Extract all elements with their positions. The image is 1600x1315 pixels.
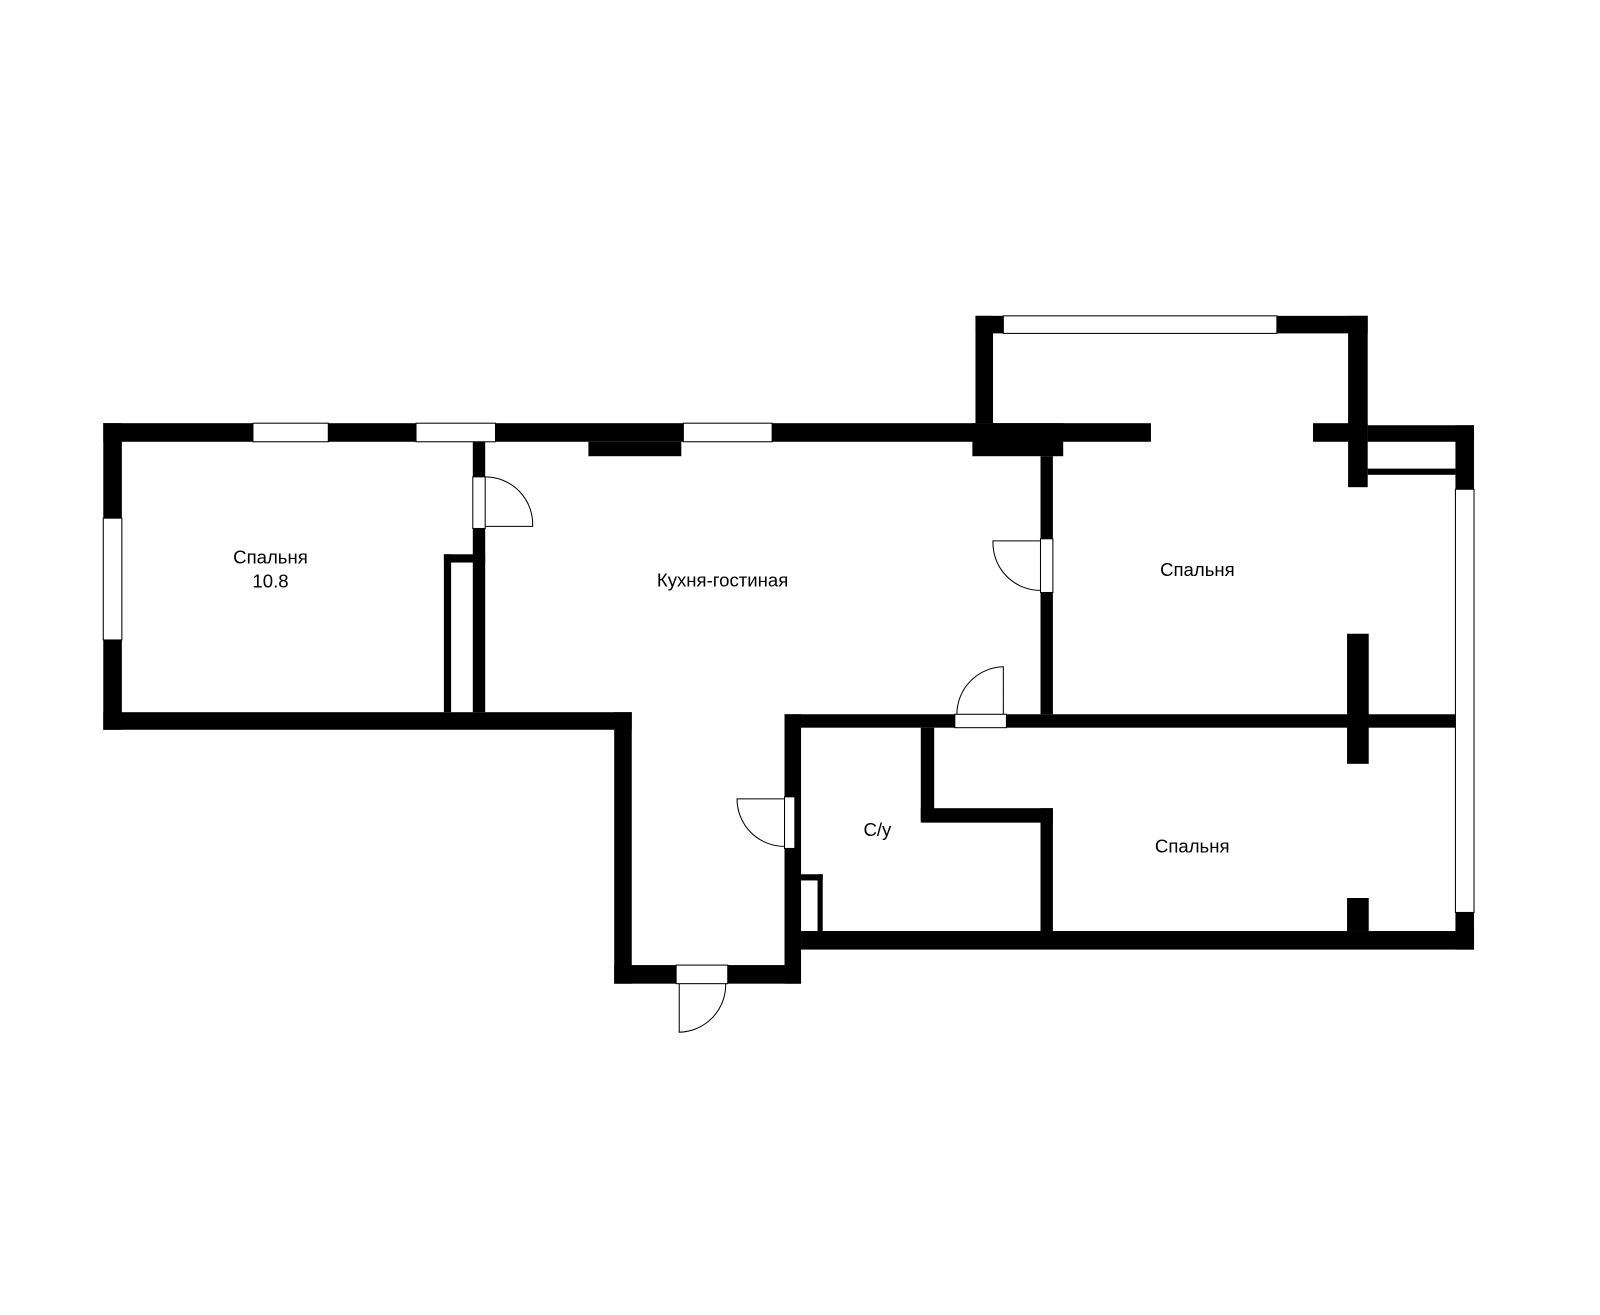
door-opening <box>472 476 486 529</box>
room-labels: Спальня 10.8 Кухня-гостиная Спальня С/у … <box>233 547 1234 857</box>
window <box>1002 315 1278 334</box>
room-label-kitchen-living: Кухня-гостиная <box>657 569 788 590</box>
door-opening <box>784 796 796 849</box>
door-opening <box>954 713 1007 729</box>
window <box>1454 488 1475 913</box>
door-swing <box>956 666 1004 715</box>
window <box>682 422 773 443</box>
window <box>102 517 123 641</box>
window <box>415 422 497 443</box>
room-area-bedroom-1: 10.8 <box>252 570 288 591</box>
doors <box>472 476 1054 1033</box>
room-label-bedroom-1: Спальня <box>233 547 308 568</box>
room-label-bathroom: С/у <box>863 819 892 840</box>
door-swing <box>485 476 534 527</box>
walls <box>103 315 1475 984</box>
window <box>252 422 329 443</box>
entrance-door-opening <box>675 964 729 985</box>
door-swing <box>678 983 727 1033</box>
windows <box>102 315 1475 913</box>
room-label-bedroom-2: Спальня <box>1160 559 1235 580</box>
room-label-bedroom-3: Спальня <box>1155 836 1230 857</box>
door-swing <box>992 540 1041 591</box>
door-swing <box>736 798 785 847</box>
door-opening <box>1039 538 1054 593</box>
